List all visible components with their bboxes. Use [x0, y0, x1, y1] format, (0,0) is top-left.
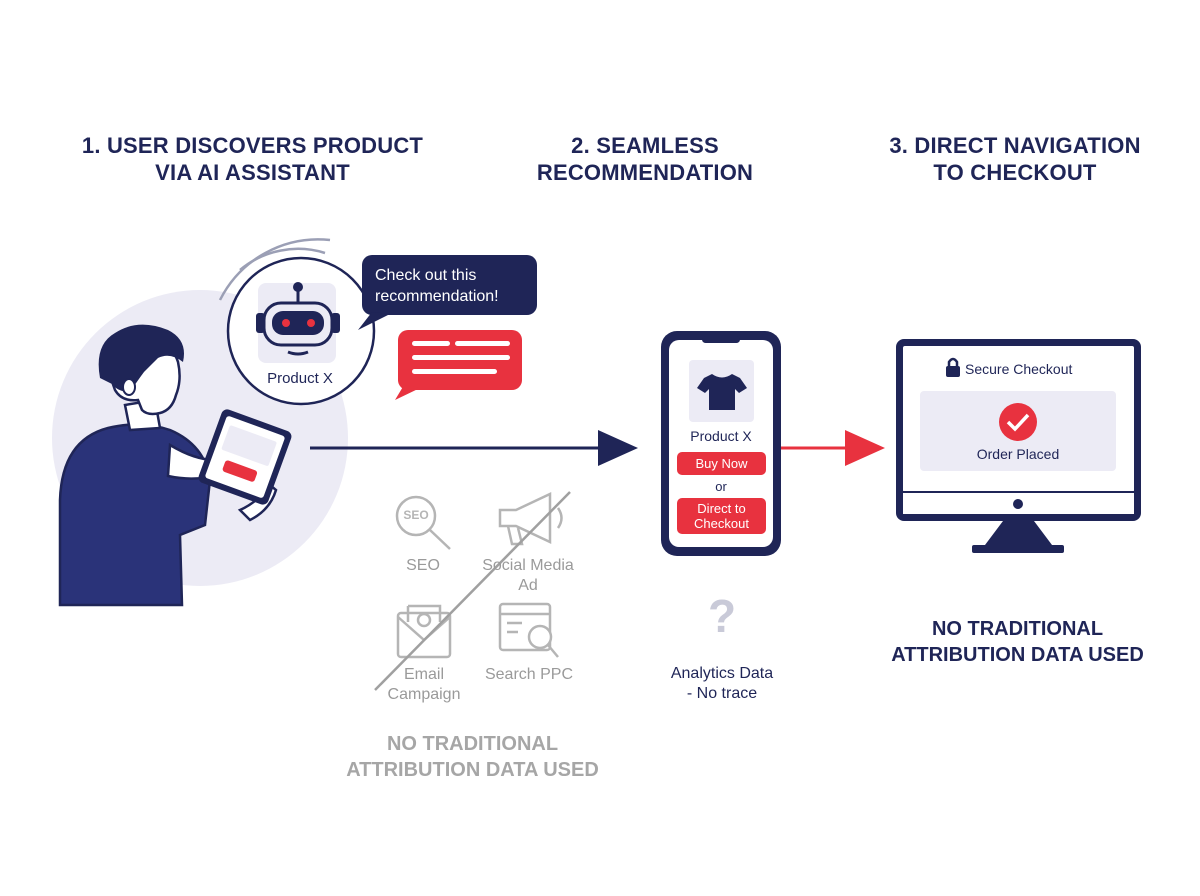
channels-strikethrough: [374, 491, 571, 691]
direct-to-checkout-button[interactable]: Direct to Checkout: [677, 498, 766, 534]
secure-checkout-title: Secure Checkout: [965, 361, 1073, 377]
seo-label: SEO: [406, 557, 440, 574]
step-3-title-line2: TO CHECKOUT: [933, 160, 1097, 185]
user-figure: [58, 324, 278, 607]
tablet-icon: [198, 409, 292, 505]
chat-bubble-assistant: [358, 255, 537, 330]
social-media-label: Social Media Ad: [468, 556, 588, 596]
robot-icon: [256, 282, 340, 363]
search-ppc-icon: [498, 602, 559, 658]
chat-bubble-line2: recommendation!: [375, 288, 499, 305]
right-footer: NO TRADITIONAL ATTRIBUTION DATA USED: [865, 616, 1170, 668]
order-placed-label: Order Placed: [976, 446, 1060, 462]
buy-now-button[interactable]: Buy Now: [677, 452, 766, 475]
email-campaign-line2: Campaign: [387, 686, 461, 703]
monitor-device: [896, 339, 1141, 553]
step-2-title: 2. SEAMLESS RECOMMENDATION: [500, 132, 790, 186]
step-3-title: 3. DIRECT NAVIGATION TO CHECKOUT: [860, 132, 1170, 186]
email-icon: [396, 604, 452, 659]
message-card: [395, 330, 522, 400]
left-footer: NO TRADITIONAL ATTRIBUTION DATA USED: [320, 731, 625, 783]
step-3-title-line1: 3. DIRECT NAVIGATION: [889, 133, 1141, 158]
left-footer-line1: NO TRADITIONAL: [386, 733, 559, 755]
step-1-title-line2: VIA AI ASSISTANT: [155, 160, 350, 185]
analytics-line1: Analytics Data: [670, 665, 774, 682]
direct-to-checkout-line2: Checkout: [694, 516, 749, 531]
chat-bubble-text: Check out this recommendation!: [375, 265, 535, 307]
right-footer-line1: NO TRADITIONAL: [931, 618, 1104, 640]
email-campaign-line1: Email: [403, 666, 444, 683]
navy-arrow: [310, 430, 638, 466]
social-media-line2: Ad: [518, 577, 538, 594]
tshirt-icon: [697, 374, 747, 410]
lock-icon: [946, 357, 960, 377]
analytics-label: Analytics Data - No trace: [640, 664, 804, 704]
megaphone-icon: [498, 492, 563, 546]
step-2-title-line1: 2. SEAMLESS: [571, 133, 719, 158]
seo-icon: [395, 495, 451, 550]
step-1-title: 1. USER DISCOVERS PRODUCT VIA AI ASSISTA…: [60, 132, 445, 186]
left-footer-line2: ATTRIBUTION DATA USED: [346, 759, 599, 781]
phone-product-label: Product X: [690, 428, 752, 444]
email-campaign-label: Email Campaign: [370, 665, 478, 705]
or-label: or: [715, 479, 727, 494]
chat-bubble-line1: Check out this: [375, 267, 477, 284]
assistant-product-label: Product X: [267, 370, 333, 387]
step-2-title-line2: RECOMMENDATION: [536, 160, 754, 185]
analytics-line2: - No trace: [686, 685, 758, 702]
step-1-title-line1: 1. USER DISCOVERS PRODUCT: [81, 133, 424, 158]
question-mark-icon: ?: [707, 590, 737, 642]
direct-to-checkout-line1: Direct to: [697, 501, 746, 516]
search-ppc-label: Search PPC: [484, 666, 574, 683]
right-footer-line2: ATTRIBUTION DATA USED: [891, 644, 1144, 666]
check-circle-icon: [999, 403, 1037, 441]
social-media-line1: Social Media: [482, 557, 574, 574]
seo-badge-text: SEO: [403, 508, 429, 522]
red-arrow: [780, 430, 885, 466]
